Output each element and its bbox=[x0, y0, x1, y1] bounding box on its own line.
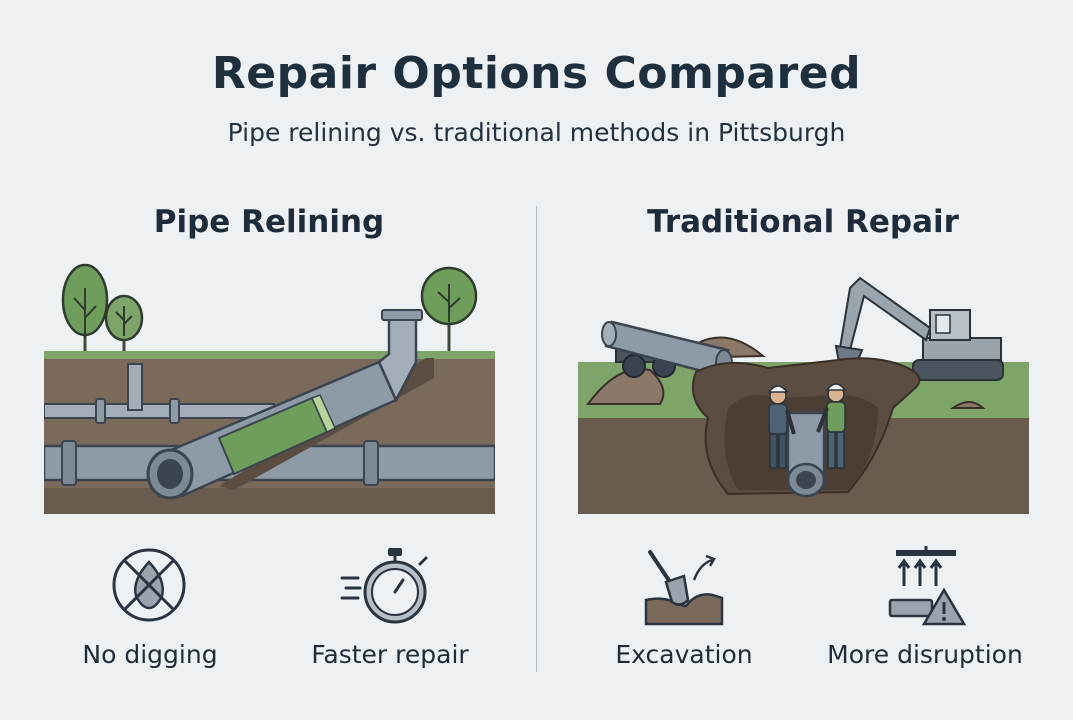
worker-icon bbox=[816, 383, 847, 469]
feature-label-no-digging: No digging bbox=[82, 640, 218, 669]
column-divider bbox=[536, 206, 537, 672]
page-title: Repair Options Compared bbox=[211, 48, 862, 99]
worker-icon bbox=[767, 385, 796, 469]
traditional-repair-illustration bbox=[578, 276, 1029, 514]
feature-label-faster-repair: Faster repair bbox=[311, 640, 469, 669]
excavator-icon bbox=[834, 276, 1004, 381]
feature-label-excavation: Excavation bbox=[615, 640, 753, 669]
feature-label-more-disruption: More disruption bbox=[827, 640, 1023, 669]
stopwatch-icon bbox=[340, 548, 428, 624]
no-digging-icon bbox=[112, 548, 186, 622]
pipe-relining-heading: Pipe Relining bbox=[153, 204, 385, 240]
traditional-repair-heading: Traditional Repair bbox=[647, 204, 959, 240]
tree-icon bbox=[61, 263, 109, 353]
page-subtitle: Pipe relining vs. traditional methods in… bbox=[227, 118, 846, 147]
disruption-warning-icon bbox=[888, 546, 966, 626]
tree-icon bbox=[104, 294, 144, 353]
shovel-icon bbox=[644, 550, 724, 626]
tree-icon bbox=[420, 266, 478, 353]
pipe-relining-illustration bbox=[44, 263, 495, 514]
